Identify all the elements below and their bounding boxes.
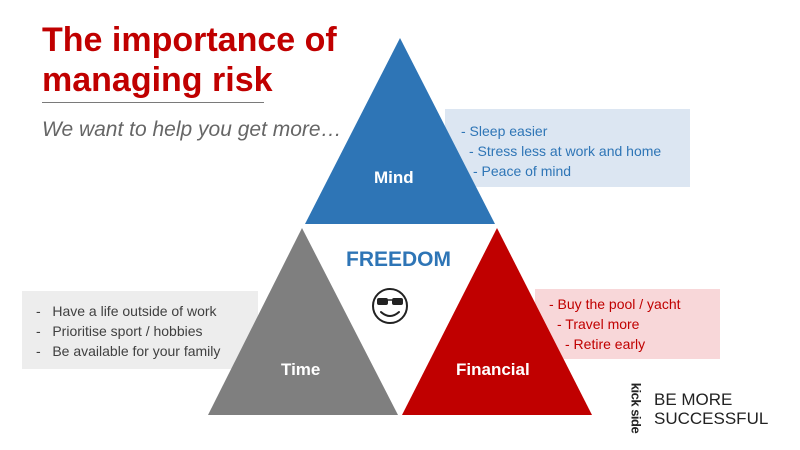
mind-benefit-item: - Stress less at work and home — [469, 143, 662, 159]
financial-label: Financial — [456, 360, 530, 379]
mind-benefit-item: - Sleep easier — [461, 123, 548, 139]
freedom-label: FREEDOM — [346, 248, 451, 271]
title-line-1: The importance of — [42, 21, 337, 59]
kickside-logo-mark: kick side — [622, 383, 650, 433]
financial-benefit-item: - Buy the pool / yacht — [549, 296, 681, 312]
time-label: Time — [281, 360, 321, 379]
slide-subtitle: We want to help you get more… — [42, 118, 342, 141]
financial-benefit-item: - Travel more — [557, 316, 640, 332]
tagline-line-1: BE MORE — [654, 390, 733, 409]
mind-benefit-item: - Peace of mind — [473, 163, 572, 179]
time-benefit-item: - Have a life outside of work — [36, 303, 217, 319]
sunglasses-smiley-icon — [372, 288, 408, 324]
brand-tagline: BE MORE SUCCESSFUL — [654, 390, 768, 428]
financial-triangle — [402, 228, 592, 415]
mind-benefits-box: - Sleep easier - Stress less at work and… — [445, 109, 690, 187]
financial-benefits-box: - Buy the pool / yacht - Travel more - R… — [535, 289, 720, 359]
title-underline — [42, 102, 264, 103]
time-triangle — [208, 228, 398, 415]
mind-triangle — [305, 38, 495, 224]
financial-benefit-item: - Retire early — [565, 336, 646, 352]
time-benefit-item: - Be available for your family — [36, 343, 221, 359]
tagline-line-2: SUCCESSFUL — [654, 409, 769, 428]
time-benefit-item: - Prioritise sport / hobbies — [36, 323, 203, 339]
logo-mark-text: kick side — [628, 382, 644, 434]
slide-title: The importance of managing risk — [42, 20, 337, 100]
mind-label: Mind — [374, 168, 414, 187]
title-line-2: managing risk — [42, 61, 273, 99]
time-benefits-box: - Have a life outside of work - Prioriti… — [22, 291, 258, 369]
